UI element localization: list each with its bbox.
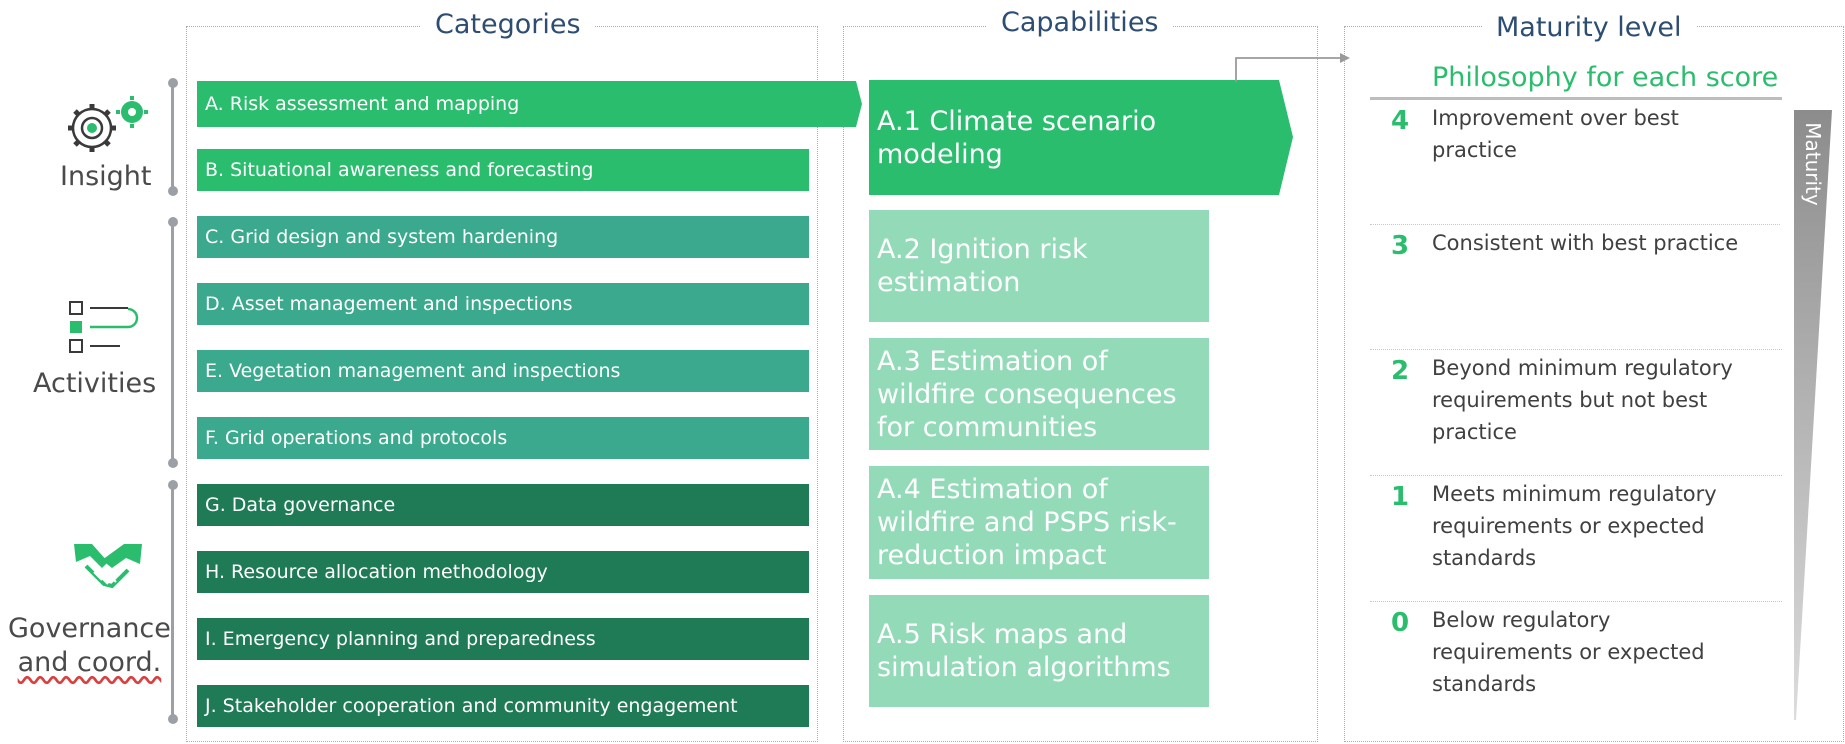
insight-bracket-top	[168, 78, 178, 88]
group-label-governance-line2: and coord.	[17, 647, 162, 678]
governance-bracket-top	[168, 480, 178, 490]
capability-a3[interactable]: A.3 Estimation of wildfire consequences …	[869, 338, 1209, 450]
score-3-text: Consistent with best practice	[1432, 231, 1739, 255]
score-0-text: Below regulatory requirements or expecte…	[1432, 608, 1705, 696]
activities-bracket	[171, 221, 174, 462]
capability-a1-arrow-shape	[869, 80, 1293, 195]
score-separator	[1370, 601, 1782, 602]
score-4-number: 4	[1390, 106, 1410, 136]
score-3-number: 3	[1390, 231, 1410, 261]
score-4-text: Improvement over best practice	[1432, 106, 1679, 162]
capability-a5[interactable]: A.5 Risk maps and simulation algorithms	[869, 595, 1209, 707]
score-0-number: 0	[1390, 608, 1410, 638]
connector-arrow	[1235, 53, 1350, 82]
activities-bracket-bottom	[168, 458, 178, 468]
maturity-axis-label: Maturity	[1801, 122, 1825, 206]
philosophy-title: Philosophy for each score	[1432, 62, 1779, 93]
capability-a1[interactable]: A.1 Climate scenario modeling	[877, 105, 1157, 170]
insight-bracket-bottom	[168, 186, 178, 196]
category-grid-design[interactable]: C. Grid design and system hardening	[197, 216, 809, 258]
score-separator	[1370, 349, 1782, 350]
group-label-governance: Governance and coord.	[8, 612, 171, 680]
governance-bracket	[171, 484, 174, 718]
category-grid-operations[interactable]: F. Grid operations and protocols	[197, 417, 809, 459]
maturity-level-header: Maturity level	[1482, 11, 1696, 45]
group-label-governance-line1: Governance	[8, 613, 171, 644]
checklist-icon	[69, 301, 139, 353]
category-vegetation-management[interactable]: E. Vegetation management and inspections	[197, 350, 809, 392]
group-label-insight: Insight	[60, 161, 152, 192]
score-2-text: Beyond minimum regulatory requirements b…	[1432, 356, 1733, 444]
category-risk-assessment[interactable]: A. Risk assessment and mapping	[197, 81, 809, 127]
score-1-number: 1	[1390, 482, 1410, 512]
capabilities-header: Capabilities	[987, 6, 1173, 40]
group-label-activities: Activities	[33, 368, 157, 399]
category-data-governance[interactable]: G. Data governance	[197, 484, 809, 526]
category-resource-allocation[interactable]: H. Resource allocation methodology	[197, 551, 809, 593]
philosophy-underline	[1370, 97, 1782, 100]
category-asset-management[interactable]: D. Asset management and inspections	[197, 283, 809, 325]
activities-bracket-top	[168, 217, 178, 227]
maturity-wedge	[1794, 110, 1832, 720]
category-emergency-planning[interactable]: I. Emergency planning and preparedness	[197, 618, 809, 660]
category-a-arrow	[806, 81, 862, 127]
score-separator	[1370, 475, 1782, 476]
category-situational-awareness[interactable]: B. Situational awareness and forecasting	[197, 149, 809, 191]
categories-header: Categories	[421, 8, 595, 42]
governance-bracket-bottom	[168, 714, 178, 724]
gears-icon	[68, 96, 148, 152]
insight-bracket	[171, 82, 174, 190]
category-stakeholder-cooperation[interactable]: J. Stakeholder cooperation and community…	[197, 685, 809, 727]
handshake-icon	[74, 544, 142, 589]
score-2-number: 2	[1390, 356, 1410, 386]
score-separator	[1370, 224, 1780, 225]
capability-a4[interactable]: A.4 Estimation of wildfire and PSPS risk…	[869, 466, 1209, 579]
score-1-text: Meets minimum regulatory requirements or…	[1432, 482, 1717, 570]
capability-a2[interactable]: A.2 Ignition risk estimation	[869, 210, 1209, 322]
